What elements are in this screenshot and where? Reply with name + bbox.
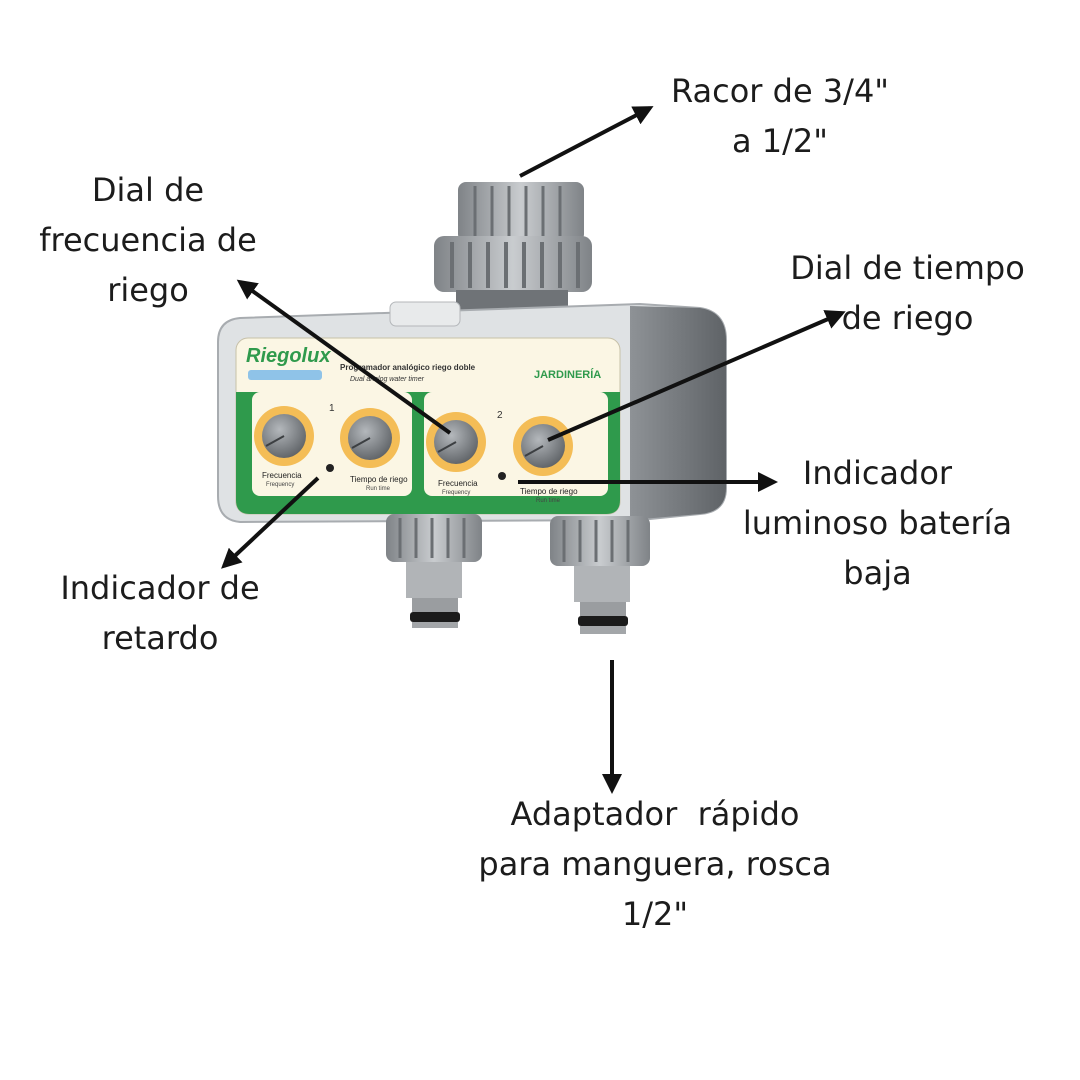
frequency-dial-2[interactable] xyxy=(426,412,486,472)
device-subtitle: Dual analog water timer xyxy=(350,376,425,383)
low-battery-led xyxy=(498,472,506,480)
label-dial-frecuencia: Dial de frecuencia de riego xyxy=(39,171,257,309)
device-title: Programador analógico riego doble xyxy=(340,363,476,372)
delay-indicator-led xyxy=(326,464,334,472)
channel-2-label: 2 xyxy=(497,410,503,421)
freq-label-1: Frecuencia xyxy=(262,471,302,480)
brand-badge: JARDINERÍA xyxy=(534,368,601,381)
outlet-left xyxy=(386,514,482,628)
run-time-dial-2[interactable] xyxy=(513,416,573,476)
top-connector xyxy=(434,182,592,316)
label-indicador-retardo: Indicador de retardo xyxy=(60,569,260,657)
outlet-right xyxy=(550,516,650,634)
label-racor: Racor de 3/4" a 1/2" xyxy=(670,72,890,160)
freq-sub-2: Frequency xyxy=(442,490,470,496)
freq-sub-1: Frequency xyxy=(266,482,294,488)
channel-1-label: 1 xyxy=(329,403,335,414)
run-time-dial-1[interactable] xyxy=(340,408,400,468)
brand-logo: Riegolux xyxy=(246,345,331,367)
time-label-2: Tiempo de riego xyxy=(520,487,578,496)
label-indicador-bateria: Indicador luminoso batería baja xyxy=(742,454,1013,592)
label-dial-tiempo: Dial de tiempo de riego xyxy=(790,249,1025,337)
time-sub-1: Run time xyxy=(366,486,391,492)
frequency-dial-1[interactable] xyxy=(254,406,314,466)
brand-tag xyxy=(248,370,322,380)
time-label-1: Tiempo de riego xyxy=(350,475,408,484)
label-adaptador: Adaptador rápido para manguera, rosca 1/… xyxy=(478,795,832,933)
time-sub-2: Run time xyxy=(536,498,561,504)
freq-label-2: Frecuencia xyxy=(438,479,478,488)
